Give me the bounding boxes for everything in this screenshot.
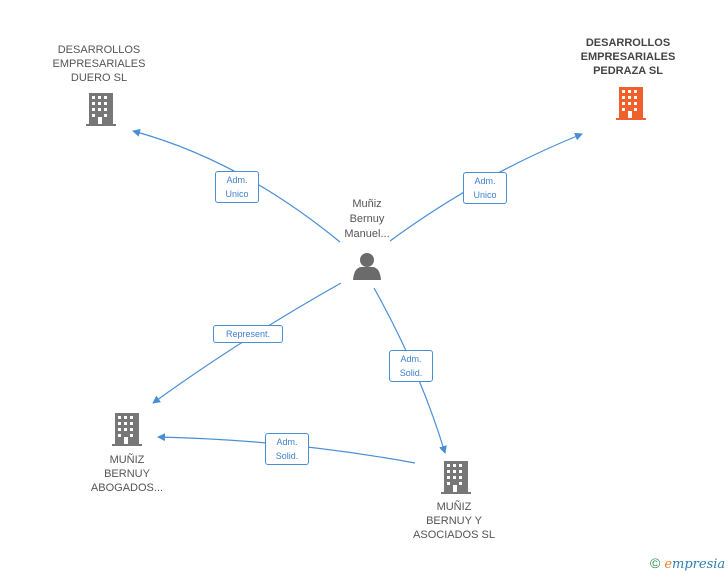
company-label-pedraza[interactable]: DESARROLLOS EMPRESARIALES PEDRAZA SL	[580, 37, 676, 77]
building-icon-highlight	[616, 87, 646, 120]
edge-label-adm-unico-duero: Adm. Unico	[215, 171, 259, 203]
edge-label-adm-unico-pedraza: Adm. Unico	[463, 172, 507, 204]
building-icon	[441, 461, 471, 494]
company-label-abogados[interactable]: MUÑIZ BERNUY ABOGADOS...	[90, 454, 164, 494]
edge-label-adm-solid-asociados: Adm. Solid.	[389, 350, 433, 382]
edge-person-abogados	[152, 282, 342, 404]
edge-label-represent: Represent.	[213, 325, 283, 343]
person-label[interactable]: Muñiz Bernuy Manuel...	[344, 198, 390, 240]
company-label-asociados[interactable]: MUÑIZ BERNUY Y ASOCIADOS SL	[413, 501, 495, 541]
company-label-duero[interactable]: DESARROLLOS EMPRESARIALES DUERO SL	[52, 44, 146, 84]
copyright-icon: ©	[650, 555, 661, 571]
empresia-logo[interactable]: ©empresia	[650, 555, 725, 572]
edge-label-adm-solid-abogados: Adm. Solid.	[265, 433, 309, 465]
brand-name: empresia	[664, 557, 726, 572]
building-icon	[86, 93, 116, 126]
person-icon	[353, 253, 381, 280]
building-icon	[112, 413, 142, 446]
